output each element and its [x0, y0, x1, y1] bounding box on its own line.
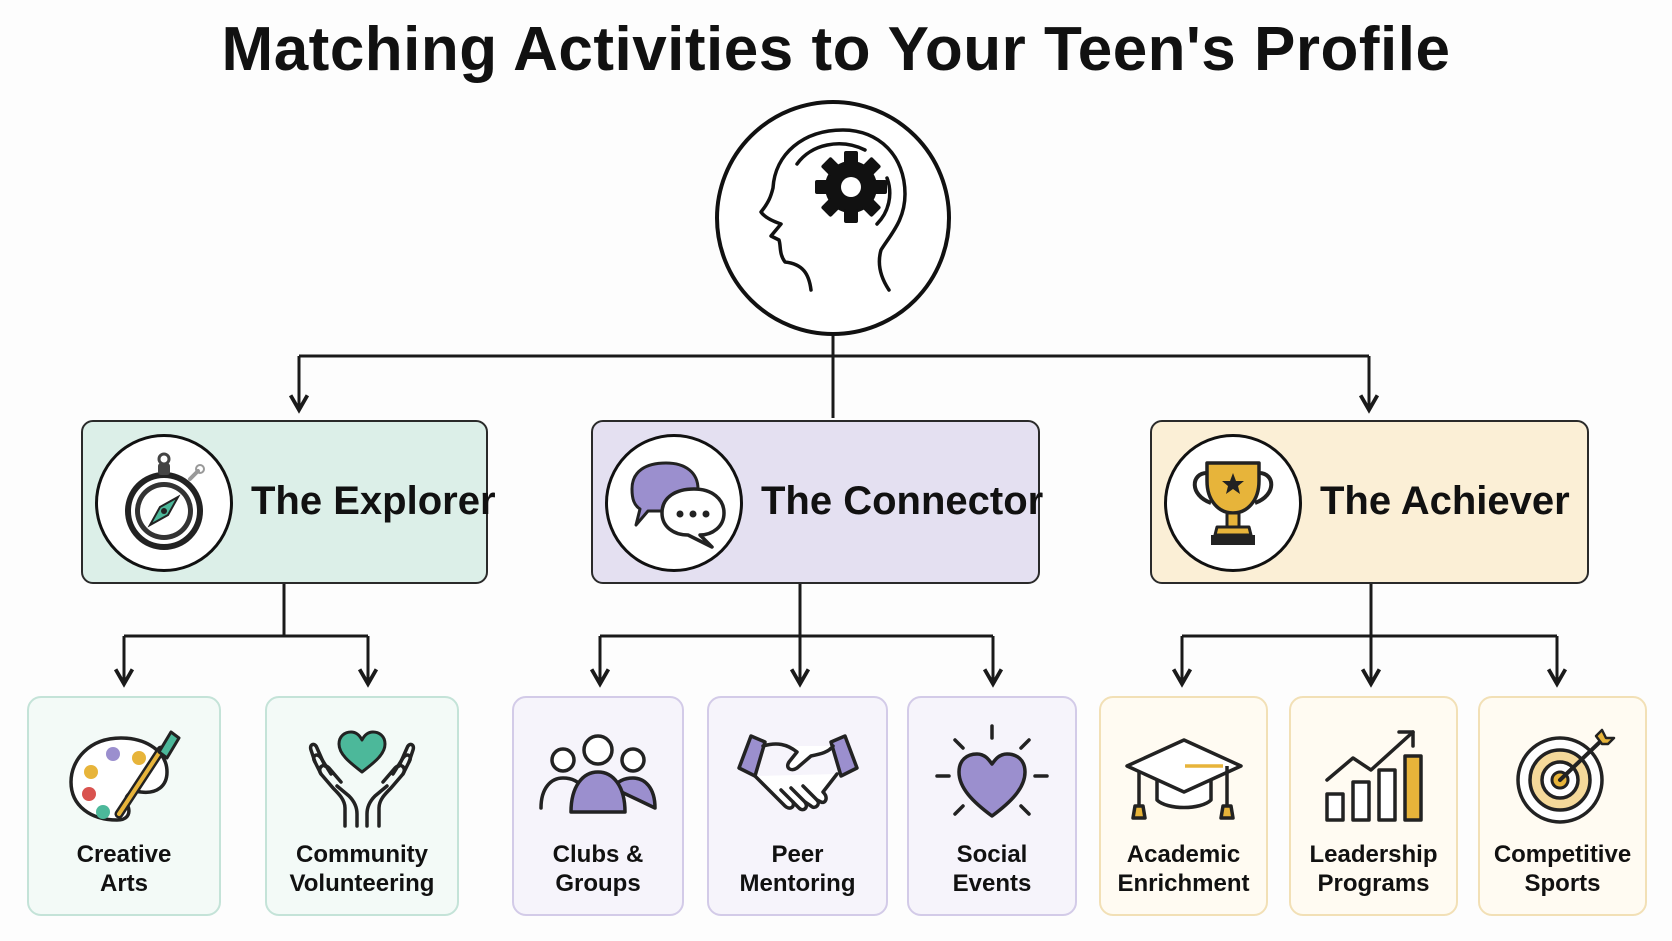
people-group-icon: [539, 734, 657, 814]
activity-label-line2: Volunteering: [289, 870, 435, 897]
activity-academic-enrichment: Academic Enrichment: [1099, 696, 1268, 916]
profile-name: The Connector: [761, 479, 1044, 523]
handshake-icon: [736, 734, 859, 812]
activity-competitive-sports: Competitive Sports: [1478, 696, 1647, 916]
target-icon: [1515, 728, 1615, 824]
activity-label-line2: Mentoring: [739, 870, 856, 897]
activity-clubs-groups: Clubs & Groups: [512, 696, 684, 916]
activity-label-line1: Leadership: [1309, 841, 1438, 868]
activity-label-line1: Creative: [76, 841, 172, 868]
hands-heart-icon: [308, 730, 416, 828]
profile-explorer: The Explorer: [81, 420, 496, 584]
activity-creative-arts: Creative Arts: [27, 696, 221, 916]
activity-label-line1: Community: [296, 841, 428, 868]
activity-social-events: Social Events: [907, 696, 1077, 916]
activity-label-line2: Arts: [99, 870, 148, 897]
profile-name: The Achiever: [1320, 479, 1570, 523]
profile-name: The Explorer: [251, 479, 496, 523]
heart-sparkle-icon: [935, 724, 1049, 818]
chat-bubbles-icon: [605, 434, 743, 572]
activity-label-line1: Social: [956, 841, 1028, 868]
activity-label-line2: Events: [952, 870, 1032, 897]
head-with-gear-icon: [715, 100, 951, 336]
activity-label-line2: Programs: [1317, 870, 1430, 897]
page-title: Matching Activities to Your Teen's Profi…: [221, 15, 1451, 84]
activity-label-line1: Academic: [1126, 841, 1241, 868]
activity-community-volunteering: Community Volunteering: [265, 696, 459, 916]
profile-achiever: The Achiever: [1150, 420, 1589, 584]
activity-label-line1: Peer: [771, 841, 824, 868]
activity-leadership-programs: Leadership Programs: [1289, 696, 1458, 916]
graduation-cap-icon: [1124, 738, 1243, 820]
trophy-icon: [1164, 434, 1302, 572]
activity-label-line2: Sports: [1524, 870, 1601, 897]
profile-connector: The Connector: [591, 420, 1044, 584]
activity-label-line1: Clubs &: [552, 841, 644, 868]
activity-peer-mentoring: Peer Mentoring: [707, 696, 888, 916]
activity-label-line2: Enrichment: [1117, 870, 1250, 897]
growth-chart-icon: [1324, 730, 1423, 822]
compass-icon: [95, 434, 233, 572]
paint-palette-icon: [69, 730, 181, 822]
activity-label-line1: Competitive: [1493, 841, 1632, 868]
activity-label-line2: Groups: [555, 870, 641, 897]
